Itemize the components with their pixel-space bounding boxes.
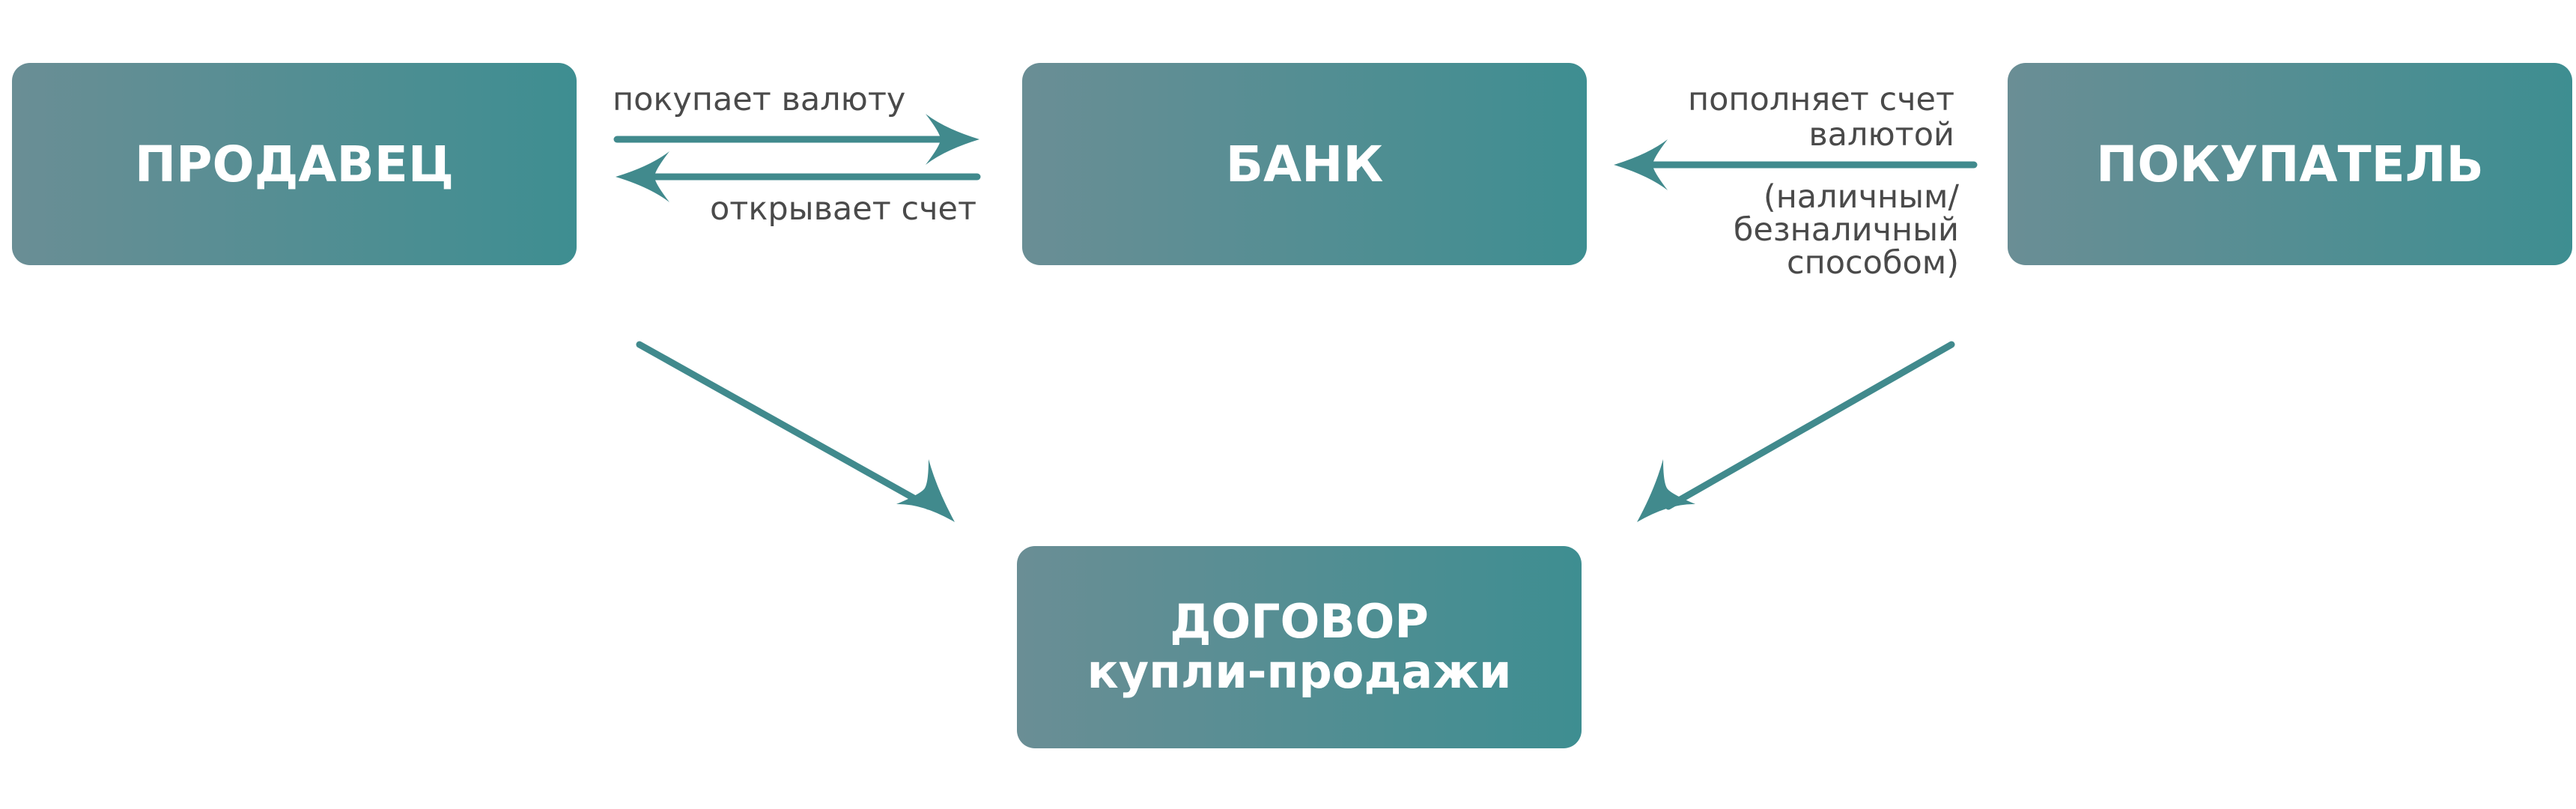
edge-label-topup-line2: валютой [1808,116,1954,154]
arrow-seller-to-contract [636,341,932,510]
arrowhead-bank-to-seller [616,151,669,202]
arrowhead-buyer-to-bank [1614,139,1668,190]
edge-label-buys-currency: покупает валюту [613,81,906,118]
node-seller-label: ПРОДАВЕЦ [134,135,455,193]
edge-label-payment-method: (наличным/ безналичный способом) [1734,181,1959,280]
arrow-buyer-to-contract [1665,341,1955,510]
node-contract-line1: ДОГОВОР [1170,594,1429,649]
node-seller: ПРОДАВЕЦ [12,63,577,265]
node-buyer-label: ПОКУПАТЕЛЬ [2096,135,2484,193]
edge-label-opens-account: открывает счет [710,190,976,228]
edge-label-method-line2: безналичный [1733,210,1959,249]
node-bank-label: БАНК [1225,135,1384,193]
arrowhead-seller-to-contract [896,459,955,522]
edge-label-method-line1: (наличным/ [1763,178,1959,216]
edge-label-topup-line1: пополняет счет [1687,81,1954,118]
node-buyer: ПОКУПАТЕЛЬ [2008,63,2572,265]
node-contract-line2: купли-продажи [1087,644,1512,699]
arrowhead-buyer-to-contract [1637,459,1695,522]
node-contract: ДОГОВОР купли-продажи [1017,546,1582,748]
node-bank: БАНК [1022,63,1587,265]
edge-label-method-line3: способом) [1786,243,1959,282]
arrowhead-seller-to-bank [926,114,979,165]
edge-label-topup: пополняет счет валютой [1688,82,1954,154]
